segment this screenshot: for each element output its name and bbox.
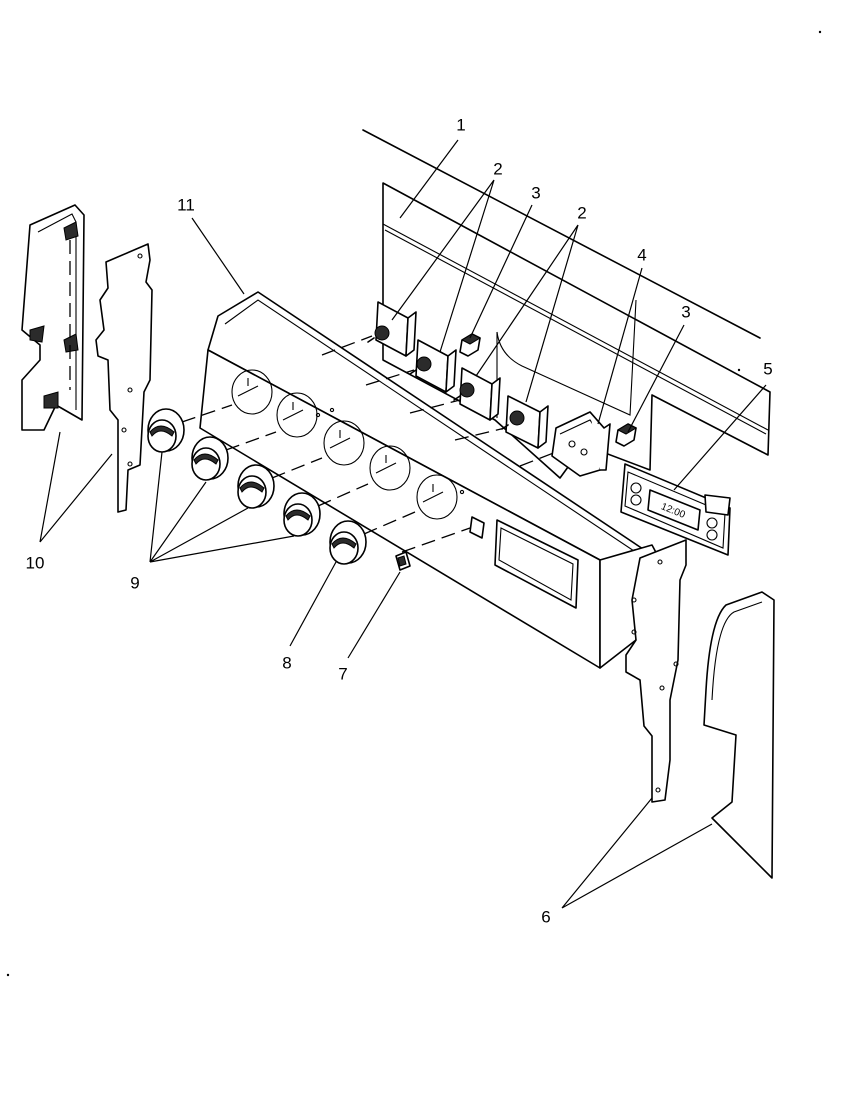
scan-speck (818, 30, 822, 34)
knob-4 (283, 492, 321, 537)
back-panel-top-rod (362, 129, 761, 339)
callout-2a: 2 (493, 159, 502, 178)
dial-graphic-3 (323, 420, 365, 466)
dial-graphic-4 (369, 445, 411, 491)
knob-5 (329, 520, 367, 565)
callout-3a: 3 (531, 183, 540, 202)
right-side-bracket (625, 539, 687, 803)
knob-3 (237, 464, 275, 509)
callout-labels: 1 2 3 2 4 3 5 11 9 8 7 10 6 (26, 115, 773, 926)
infinite-switch-4 (501, 395, 549, 449)
clock-timer-board: 12:00 (620, 463, 731, 556)
left-end-cap (21, 204, 85, 431)
callout-1: 1 (456, 115, 465, 134)
knob-1 (147, 408, 185, 453)
scan-speck (737, 368, 741, 372)
infinite-switch-3 (453, 367, 501, 421)
infinite-switch-2 (409, 339, 457, 393)
dial-graphic-1 (231, 369, 273, 415)
knob-2 (191, 436, 229, 481)
right-end-cap (703, 591, 775, 879)
scan-speck (6, 973, 10, 977)
callout-8: 8 (282, 653, 291, 672)
callout-4: 4 (637, 245, 646, 264)
infinite-switch-1 (367, 301, 417, 357)
dial-graphic-5 (416, 474, 458, 520)
callout-9: 9 (130, 573, 139, 592)
selector-switch (551, 411, 611, 477)
callout-3b: 3 (681, 302, 690, 321)
callout-10: 10 (26, 553, 45, 572)
callout-5: 5 (763, 359, 772, 378)
callout-6: 6 (541, 907, 550, 926)
small-switch (395, 551, 411, 571)
alignment-lines (181, 335, 557, 553)
dial-graphic-2 (276, 392, 318, 438)
callout-2b: 2 (577, 203, 586, 222)
leader-lines (39, 139, 767, 909)
callout-11: 11 (177, 195, 195, 214)
left-side-bracket (95, 243, 153, 513)
callout-7: 7 (338, 664, 347, 683)
